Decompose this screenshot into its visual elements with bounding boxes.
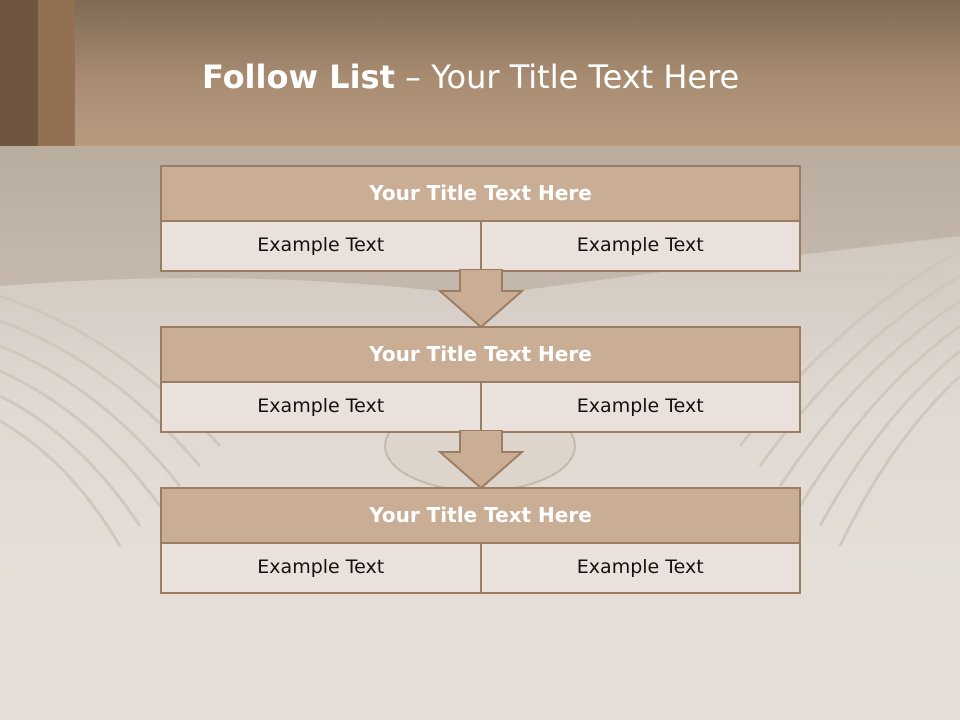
list-block-1: Your Title Text Here Example Text Exampl… [160,165,801,272]
block-cell-right: Example Text [479,222,800,270]
block-cell-left: Example Text [257,234,385,256]
block-title: Your Title Text Here [160,487,801,544]
down-arrow-icon [438,269,524,329]
slide-title-rest: – Your Title Text Here [394,58,740,96]
block-cell-right: Example Text [479,383,800,431]
block-title: Your Title Text Here [160,165,801,222]
block-row: Example Text Example Text [160,383,801,433]
down-arrow-icon [438,430,524,490]
header-band: Follow List – Your Title Text Here [0,0,960,146]
slide-title-bold: Follow List [202,58,395,96]
slide-title: Follow List – Your Title Text Here [202,56,739,98]
header-accent-dark [0,0,38,146]
header-accent-light [38,0,75,146]
block-cell-left: Example Text [257,395,385,417]
block-cell-right: Example Text [479,544,800,592]
list-block-2: Your Title Text Here Example Text Exampl… [160,326,801,433]
block-row: Example Text Example Text [160,222,801,272]
block-title: Your Title Text Here [160,326,801,383]
block-row: Example Text Example Text [160,544,801,594]
list-block-3: Your Title Text Here Example Text Exampl… [160,487,801,594]
block-cell-left: Example Text [257,556,385,578]
